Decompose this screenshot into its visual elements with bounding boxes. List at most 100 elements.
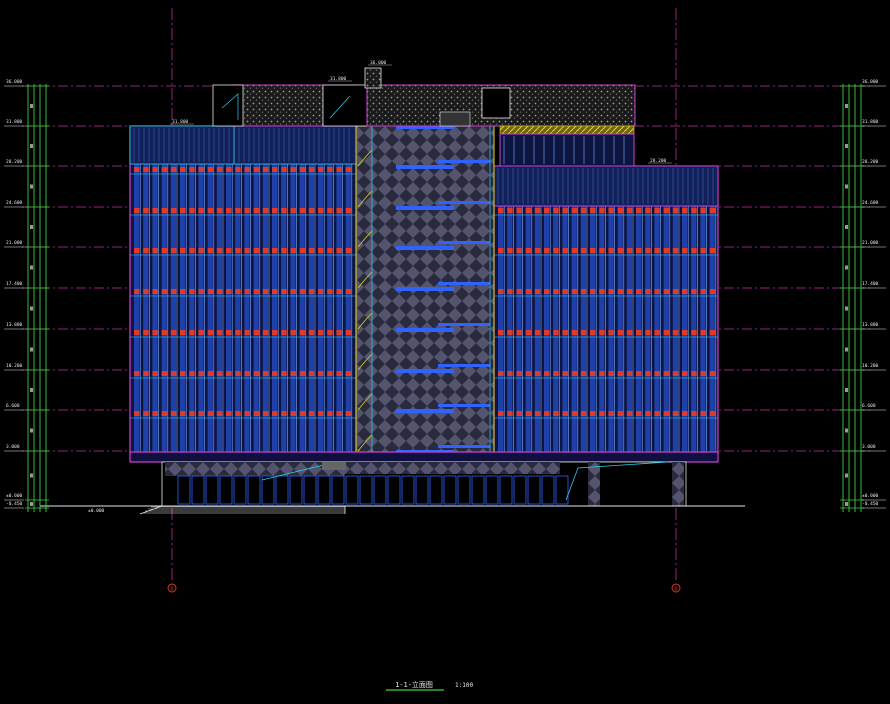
right-sill-panel xyxy=(534,208,541,213)
left-sill-panel xyxy=(226,167,232,172)
storefront-pane xyxy=(415,475,429,505)
stair-curve xyxy=(357,230,373,248)
right-sill-panel xyxy=(626,289,633,294)
left-sill-panel xyxy=(134,289,140,294)
left-sill-panel xyxy=(170,208,177,213)
left-sill-panel xyxy=(272,289,278,294)
level-label-right: 6.600 xyxy=(862,403,876,409)
roof-terrace-glazing xyxy=(499,133,635,167)
dimension-text-mark xyxy=(845,225,848,229)
left-sill-panel xyxy=(143,371,149,376)
right-sill-panel xyxy=(534,248,541,253)
left-sill-panel xyxy=(318,411,324,416)
left-sill-panel xyxy=(207,289,214,294)
right-sill-panel xyxy=(700,289,706,294)
storefront-pane xyxy=(191,475,205,505)
storefront-pane xyxy=(317,475,331,505)
right-block-glass-column xyxy=(599,168,605,452)
dimension-text-mark xyxy=(845,306,848,311)
right-sill-panel xyxy=(507,371,513,376)
left-sill-panel xyxy=(226,289,232,294)
storefront-pane xyxy=(541,475,555,505)
right-sill-panel xyxy=(498,330,504,335)
dimension-text-mark xyxy=(845,502,848,506)
level-label-left: 17.400 xyxy=(6,281,23,287)
roof-stair-line xyxy=(221,93,239,120)
right-block-glass-column xyxy=(562,168,568,452)
left-sill-panel xyxy=(198,371,204,376)
left-sill-panel xyxy=(336,248,342,253)
storefront-pane xyxy=(401,475,415,505)
left-sill-panel xyxy=(318,167,324,172)
left-sill-panel xyxy=(180,208,186,213)
roof-level-annotation: 31.800 xyxy=(172,119,189,125)
dimension-text-mark xyxy=(30,388,33,392)
right-sill-panel xyxy=(599,411,605,416)
level-label-left: 3.000 xyxy=(6,444,20,450)
left-sill-panel xyxy=(180,330,186,335)
core-window xyxy=(396,246,454,250)
ground-pillar xyxy=(588,462,600,506)
dimension-text-mark xyxy=(30,265,33,270)
left-sill-panel xyxy=(170,371,177,376)
core-window-upper xyxy=(438,282,490,285)
left-sill-panel xyxy=(216,330,223,335)
right-sill-panel xyxy=(608,371,614,376)
level-label-right: 10.200 xyxy=(862,363,879,369)
left-sill-panel xyxy=(170,248,177,253)
left-sill-panel xyxy=(226,371,232,376)
left-sill-panel xyxy=(272,208,278,213)
left-sill-panel xyxy=(290,411,296,416)
right-sill-panel xyxy=(663,411,670,416)
right-sill-panel xyxy=(534,411,541,416)
storefront-pane xyxy=(331,475,345,505)
right-sill-panel xyxy=(534,371,541,376)
left-sill-panel xyxy=(161,248,168,253)
left-sill-panel xyxy=(327,289,333,294)
right-block-glass-column xyxy=(682,168,688,452)
dimension-text-mark xyxy=(30,104,33,108)
level-label-right: 36.000 xyxy=(862,79,879,85)
left-sill-panel xyxy=(198,248,204,253)
storefront-pane xyxy=(485,475,499,505)
right-block-glass-column xyxy=(580,168,586,452)
right-sill-panel xyxy=(498,411,504,416)
left-sill-panel xyxy=(161,208,168,213)
right-sill-panel xyxy=(682,289,688,294)
left-sill-panel xyxy=(189,248,195,253)
right-sill-panel xyxy=(636,330,642,335)
left-sill-panel xyxy=(170,167,177,172)
left-sill-panel xyxy=(152,248,158,253)
stair-curve xyxy=(357,353,373,371)
left-sill-panel xyxy=(253,411,260,416)
left-sill-panel xyxy=(216,167,223,172)
left-sill-panel xyxy=(290,167,296,172)
podium-band xyxy=(129,451,719,463)
dimension-text-mark xyxy=(845,473,848,478)
left-sill-panel xyxy=(235,330,241,335)
left-sill-panel xyxy=(336,167,342,172)
right-sill-panel xyxy=(672,208,679,213)
level-label-left: 24.600 xyxy=(6,200,23,206)
left-sill-panel xyxy=(170,411,177,416)
right-sill-panel xyxy=(516,330,522,335)
stair-curve xyxy=(357,312,373,330)
roof-vent xyxy=(439,111,471,127)
left-sill-panel xyxy=(216,289,223,294)
right-block-glass-column xyxy=(617,168,623,452)
left-sill-panel xyxy=(290,248,296,253)
level-label-right: -0.450 xyxy=(862,501,879,507)
right-sill-panel xyxy=(544,248,550,253)
right-sill-panel xyxy=(645,330,651,335)
right-sill-panel xyxy=(571,289,578,294)
right-sill-panel xyxy=(507,289,513,294)
left-sill-panel xyxy=(327,167,333,172)
right-sill-panel xyxy=(507,248,513,253)
left-sill-panel xyxy=(327,208,333,213)
right-sill-panel xyxy=(498,371,504,376)
storefront-pane xyxy=(457,475,471,505)
right-sill-panel xyxy=(516,371,522,376)
right-sill-panel xyxy=(590,411,596,416)
